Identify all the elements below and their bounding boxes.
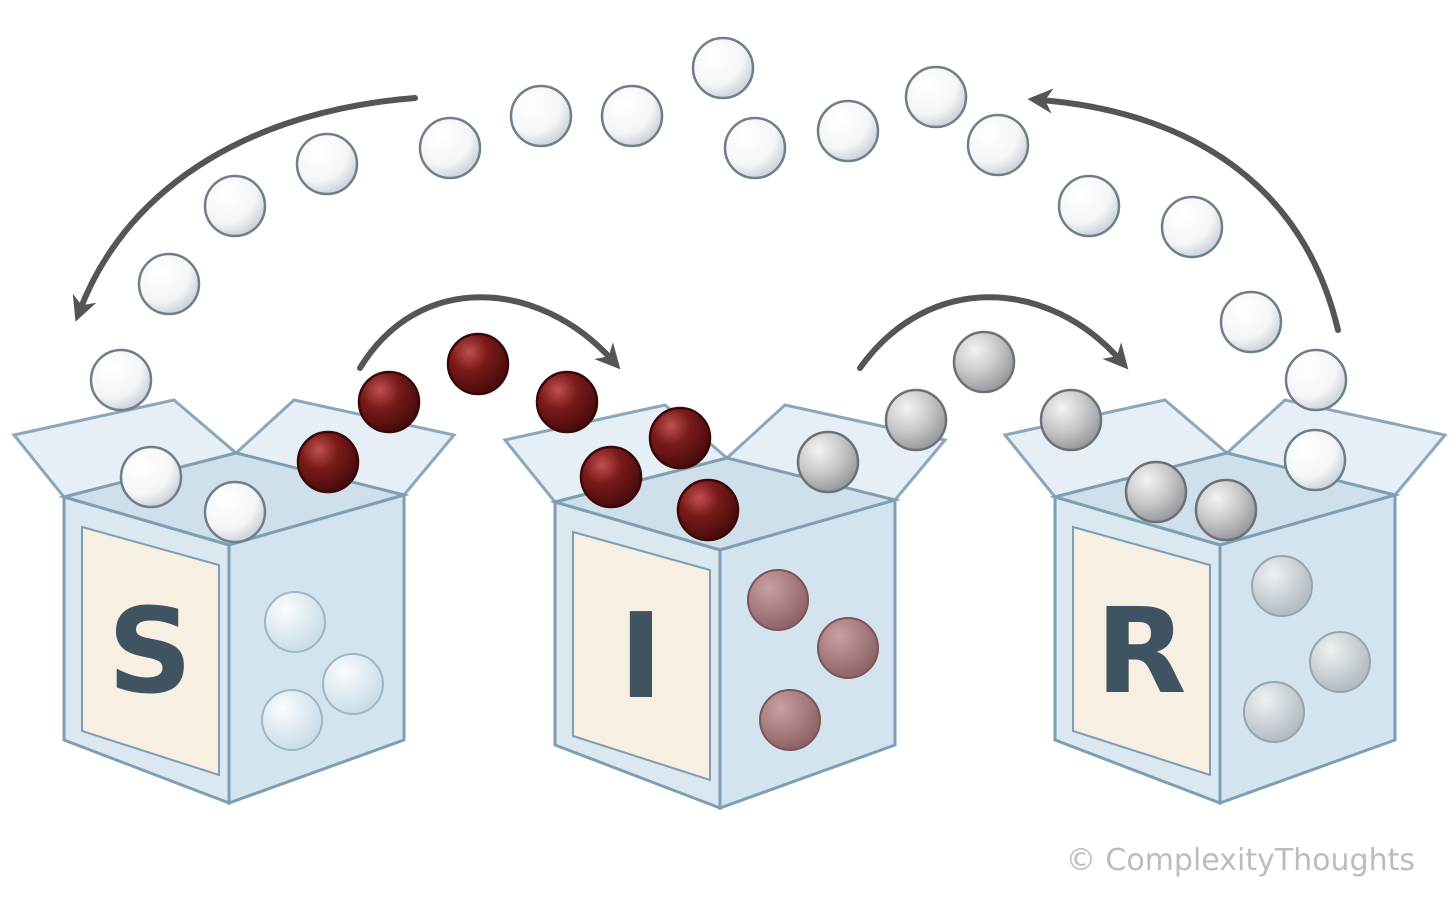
susceptible-ball — [322, 653, 384, 715]
infected-ball — [648, 406, 712, 470]
balls-inside-boxes — [261, 555, 1371, 751]
infected-ball — [535, 370, 599, 434]
box-letter-i: I — [619, 587, 663, 725]
infected-ball — [357, 370, 421, 434]
susceptible-ball — [904, 65, 968, 129]
susceptible-ball — [1283, 428, 1347, 492]
susceptible-ball — [1057, 174, 1121, 238]
infected-ball — [759, 689, 821, 751]
recovered-ball — [1243, 681, 1305, 743]
credit-text: © ComplexityThoughts — [1066, 843, 1415, 878]
r-label-card — [1072, 525, 1211, 777]
susceptible-ball — [203, 480, 267, 544]
recovery-arrow — [857, 294, 1129, 371]
box-susceptible: S — [11, 398, 457, 806]
box-recovered: R — [1002, 398, 1448, 806]
susceptible-ball — [119, 445, 183, 509]
recovered-ball — [884, 388, 948, 452]
susceptible-ball — [723, 116, 787, 180]
susceptible-ball — [418, 116, 482, 180]
susceptible-ball — [295, 132, 359, 196]
infected-ball — [747, 569, 809, 631]
susceptible-ball — [1284, 348, 1348, 412]
box-letter-r: R — [1096, 582, 1187, 720]
infection-arrow — [357, 294, 621, 371]
recovered-balls — [796, 330, 1258, 542]
susceptible-ball — [691, 36, 755, 100]
susceptible-ball — [509, 84, 573, 148]
susceptible-ball — [600, 84, 664, 148]
box-infected: I — [502, 403, 948, 811]
recovered-ball — [1251, 555, 1313, 617]
recovered-ball — [1039, 388, 1103, 452]
recovered-ball — [1194, 478, 1258, 542]
waning-immunity-arrow-tail — [72, 95, 418, 322]
i-label-card — [572, 530, 711, 782]
susceptible-ball — [261, 689, 323, 751]
infected-ball — [579, 445, 643, 509]
susceptible-ball — [203, 174, 267, 238]
recovered-ball — [1124, 460, 1188, 524]
susceptible-balls — [89, 36, 1348, 544]
s-label-card — [81, 525, 220, 777]
recovered-ball — [1309, 631, 1371, 693]
susceptible-ball — [966, 113, 1030, 177]
infected-ball — [676, 478, 740, 542]
infected-ball — [446, 332, 510, 396]
infected-balls — [296, 332, 740, 542]
waning-immunity-arrow — [1027, 88, 1341, 333]
susceptible-ball — [1160, 195, 1224, 259]
infected-ball — [296, 430, 360, 494]
infected-ball — [817, 617, 879, 679]
susceptible-ball — [816, 99, 880, 163]
susceptible-ball — [1219, 290, 1283, 354]
susceptible-ball — [89, 348, 153, 412]
box-letter-s: S — [108, 582, 193, 720]
recovered-ball — [952, 330, 1016, 394]
susceptible-ball — [137, 252, 201, 316]
recovered-ball — [796, 430, 860, 494]
susceptible-ball — [264, 591, 326, 653]
